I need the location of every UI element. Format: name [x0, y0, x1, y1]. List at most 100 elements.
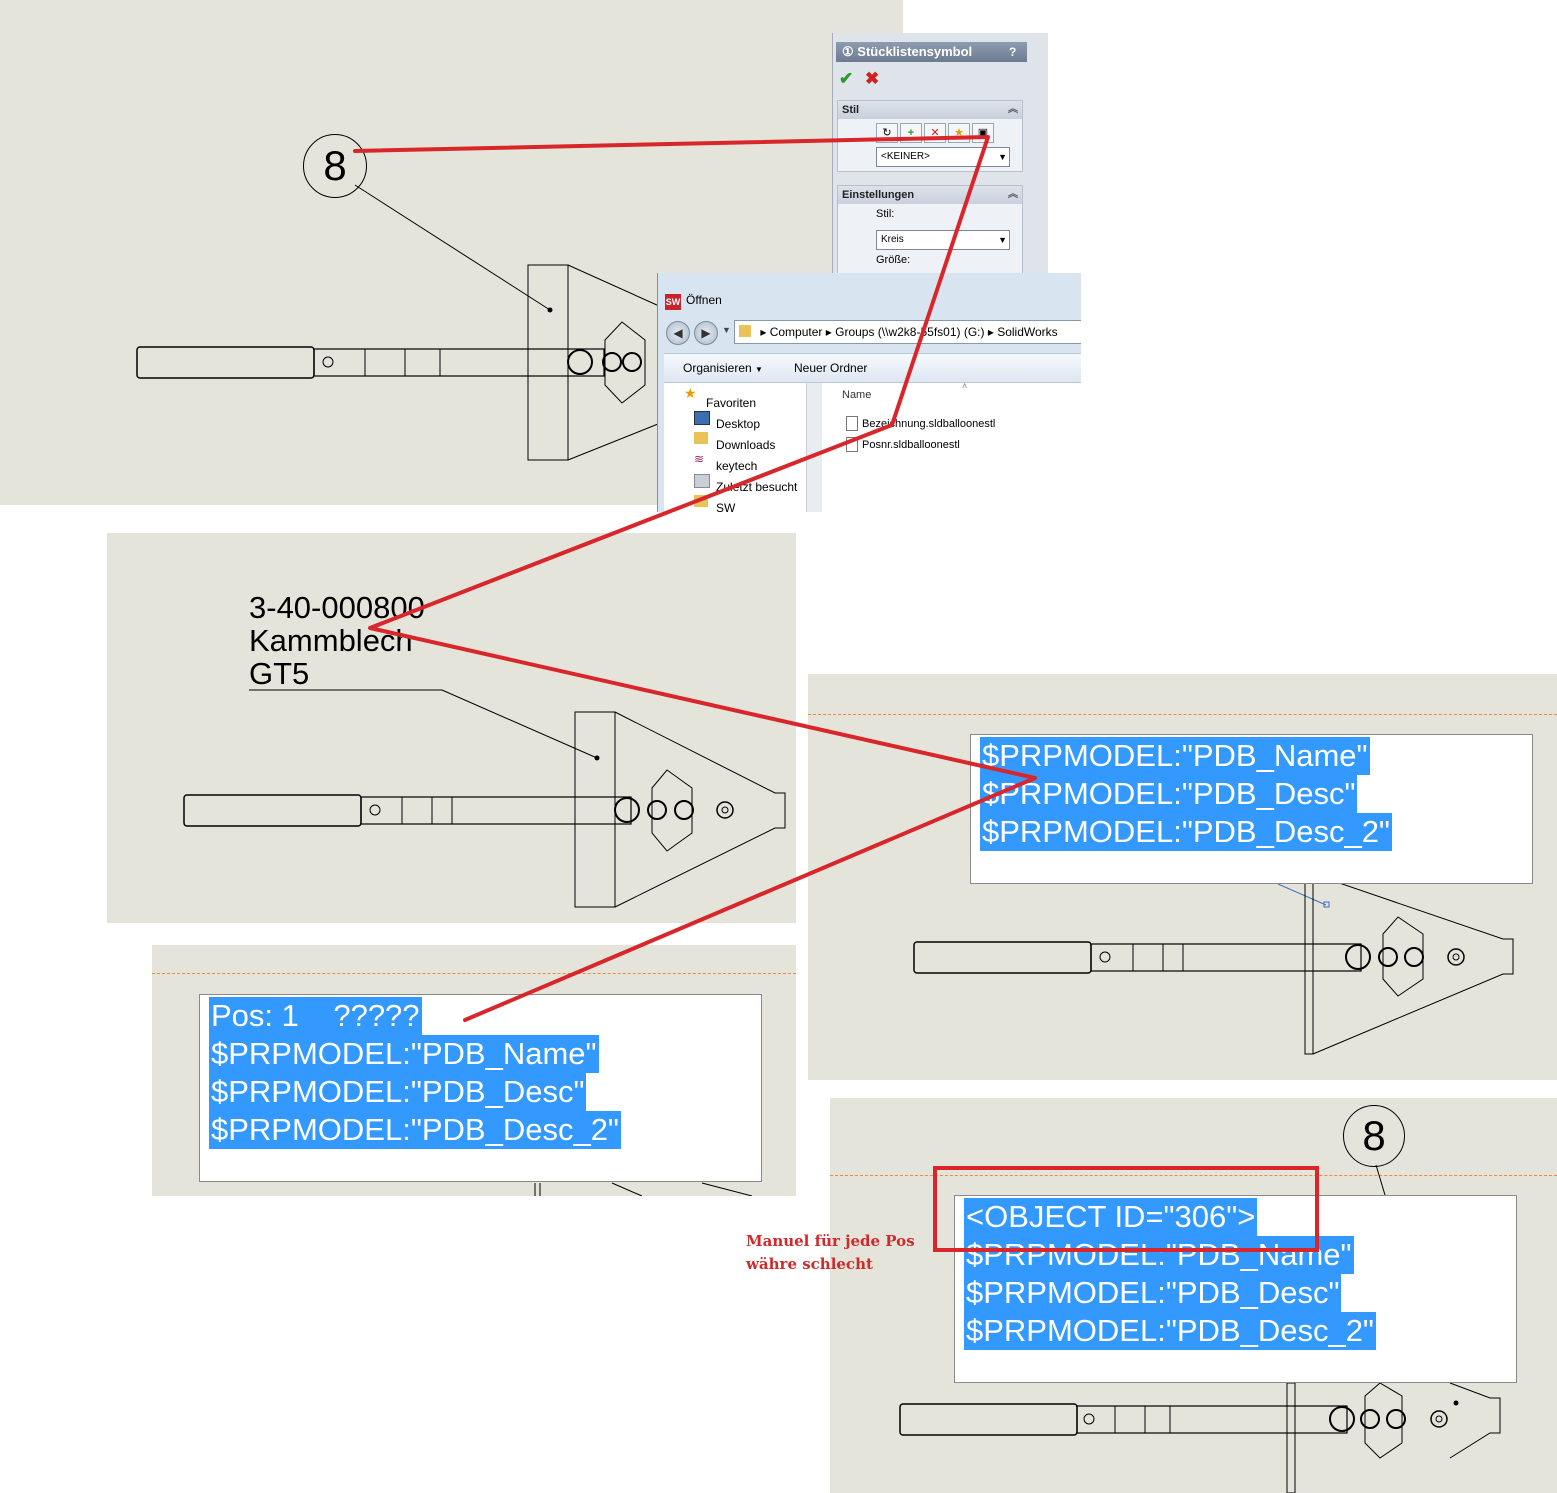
- new-folder-button[interactable]: Neuer Ordner: [794, 361, 868, 375]
- group-style-title: Stil: [842, 104, 860, 116]
- balloon-style-combo[interactable]: Kreis ▼: [876, 230, 1010, 250]
- help-button[interactable]: ?: [1009, 45, 1017, 59]
- right-editor-panel: $PRPMODEL:"PDB_Name" $PRPMODEL:"PDB_Desc…: [808, 674, 1557, 1080]
- pm-title: Stücklistensymbol: [857, 44, 973, 59]
- bottom-editor-panel: 8 <OBJECT ID="306"> $PRPMODEL:"PDB_Name"…: [830, 1098, 1557, 1493]
- note-line-desc: GT5: [249, 656, 310, 691]
- back-button[interactable]: ◀: [666, 321, 690, 345]
- nav-sw[interactable]: SW: [716, 501, 736, 512]
- size-label: Größe:: [876, 254, 911, 266]
- balloon-8[interactable]: 8: [1343, 1105, 1405, 1167]
- editor-line: $PRPMODEL:"PDB_Desc": [209, 1073, 587, 1111]
- editor-line: $PRPMODEL:"PDB_Desc": [980, 775, 1358, 813]
- group-settings-title: Einstellungen: [842, 189, 915, 201]
- group-settings: Einstellungen ︽ Stil: Kreis ▼ Größe:: [837, 185, 1023, 273]
- note-editor-right[interactable]: $PRPMODEL:"PDB_Name" $PRPMODEL:"PDB_Desc…: [970, 734, 1533, 884]
- save-style-button[interactable]: ★: [948, 123, 970, 143]
- file-posnr[interactable]: Posnr.sldballoonestl: [862, 439, 960, 451]
- apply-style-button[interactable]: ↻: [876, 123, 898, 143]
- apply-style-icon: ↻: [882, 127, 892, 139]
- editor-line: $PRPMODEL:"PDB_Desc_2": [209, 1111, 621, 1149]
- organize-label: Organisieren: [683, 361, 752, 375]
- part-drawing-middle: [183, 689, 786, 908]
- address-bar[interactable]: ▸ Computer ▸ Groups (\\w2k8-55fs01) (G:)…: [734, 320, 1081, 344]
- collapse-icon[interactable]: ︽: [1008, 104, 1018, 115]
- ok-button[interactable]: ✔: [839, 69, 853, 89]
- middle-drawing-panel: 3-40-000800 Kammblech GT5: [107, 533, 796, 923]
- add-style-icon: +: [907, 127, 915, 139]
- breadcrumb-separator-icon: ▸: [987, 325, 998, 339]
- forward-arrow-icon: ▶: [701, 326, 711, 340]
- check-icon: ✔: [839, 69, 854, 88]
- open-dialog: SW Öffnen ◀ ▶ ▼ ▸ Computer ▸ Groups (\\w…: [657, 273, 1081, 512]
- folder-icon: [739, 325, 751, 337]
- column-header-name[interactable]: Name: [842, 389, 872, 401]
- file-list: Name ˄ Bezeichnung.sldballoonestl Posnr.…: [822, 381, 1081, 512]
- nav-zuletzt-besucht[interactable]: Zuletzt besucht: [716, 480, 798, 494]
- balloon-style-value: Kreis: [881, 234, 904, 245]
- forward-button[interactable]: ▶: [694, 321, 718, 345]
- style-library-combo[interactable]: <KEINER> ▼: [876, 147, 1010, 167]
- left-editor-panel: Pos: 1 ????? $PRPMODEL:"PDB_Name" $PRPMO…: [152, 945, 796, 1196]
- file-icon: [846, 416, 858, 431]
- delete-style-button[interactable]: ✕: [924, 123, 946, 143]
- chevron-down-icon: ▼: [998, 235, 1007, 245]
- solidworks-icon: SW: [665, 294, 681, 310]
- annotation-line-1: Manuel für jede Pos: [746, 1232, 915, 1250]
- balloon-number: 8: [323, 142, 347, 189]
- balloon-number: 8: [1362, 1112, 1386, 1159]
- highlight-box: [933, 1166, 1319, 1252]
- command-bar: Organisieren ▼ Neuer Ordner: [664, 353, 1081, 383]
- balloon-icon: ①: [842, 44, 854, 59]
- delete-style-icon: ✕: [930, 127, 940, 139]
- breadcrumb-groups[interactable]: Groups (\\w2k8-55fs01) (G:): [835, 325, 985, 339]
- annotation-note: Manuel für jede Pos währe schlecht: [746, 1230, 915, 1276]
- property-manager: ① Stücklistensymbol ? ✔ ✖ Stil ︽ ↻ + ✕ ★…: [832, 33, 1048, 273]
- add-style-button[interactable]: +: [900, 123, 922, 143]
- desktop-icon: [694, 411, 710, 425]
- breadcrumb-separator-icon: ▸: [760, 325, 767, 339]
- style-label: Stil:: [876, 208, 895, 220]
- nav-favoriten[interactable]: Favoriten: [706, 396, 757, 410]
- note-editor-bottom[interactable]: <OBJECT ID="306"> $PRPMODEL:"PDB_Name" $…: [954, 1195, 1517, 1383]
- editor-line: $PRPMODEL:"PDB_Desc": [964, 1274, 1342, 1312]
- history-dropdown[interactable]: ▼: [722, 325, 731, 335]
- chevron-down-icon: ▼: [998, 152, 1007, 162]
- breadcrumb-computer[interactable]: Computer: [769, 325, 823, 339]
- dashed-border-line: [830, 1175, 1557, 1176]
- annotation-line-2: währe schlecht: [746, 1255, 873, 1273]
- back-arrow-icon: ◀: [673, 326, 683, 340]
- editor-line: $PRPMODEL:"PDB_Name": [980, 737, 1370, 775]
- group-settings-header[interactable]: Einstellungen ︽: [838, 186, 1022, 204]
- x-icon: ✖: [865, 69, 880, 88]
- organize-button[interactable]: Organisieren ▼: [683, 361, 763, 375]
- nav-downloads[interactable]: Downloads: [716, 438, 776, 452]
- part-drawing-bottom: [899, 1164, 1501, 1493]
- file-bezeichnung[interactable]: Bezeichnung.sldballoonestl: [862, 418, 996, 430]
- sort-ascending-icon: ˄: [962, 381, 968, 391]
- collapse-icon[interactable]: ︽: [1008, 189, 1018, 200]
- editor-line: $PRPMODEL:"PDB_Desc_2": [980, 813, 1392, 851]
- editor-line: $PRPMODEL:"PDB_Name": [209, 1035, 599, 1073]
- load-style-icon: ▣: [977, 127, 989, 139]
- editor-line: $PRPMODEL:"PDB_Name": [964, 1236, 1354, 1274]
- dialog-title: Öffnen: [686, 293, 722, 307]
- load-style-button[interactable]: ▣: [972, 123, 994, 143]
- navigation-pane: ★ Favoriten Desktop Downloads ≋ keytech …: [664, 383, 810, 512]
- style-library-value: <KEINER>: [881, 151, 930, 162]
- editor-line: $PRPMODEL:"PDB_Desc_2": [964, 1312, 1376, 1350]
- note-editor-left[interactable]: Pos: 1 ????? $PRPMODEL:"PDB_Name" $PRPMO…: [199, 994, 762, 1182]
- downloads-icon: [694, 432, 708, 444]
- cancel-button[interactable]: ✖: [865, 69, 879, 89]
- nav-keytech[interactable]: keytech: [716, 459, 758, 473]
- editor-line: Pos: 1 ?????: [209, 997, 422, 1035]
- group-style: Stil ︽ ↻ + ✕ ★ ▣ <KEINER> ▼: [837, 100, 1023, 172]
- save-style-icon: ★: [954, 127, 964, 139]
- dashed-border-line: [808, 714, 1557, 715]
- group-style-header[interactable]: Stil ︽: [838, 101, 1022, 119]
- navigation-scrollbar[interactable]: [806, 383, 823, 512]
- nav-desktop[interactable]: Desktop: [716, 417, 761, 431]
- editor-line: <OBJECT ID="306">: [964, 1198, 1258, 1236]
- part-drawing-left: [534, 1182, 753, 1196]
- breadcrumb-solidworks[interactable]: SolidWorks: [997, 325, 1058, 339]
